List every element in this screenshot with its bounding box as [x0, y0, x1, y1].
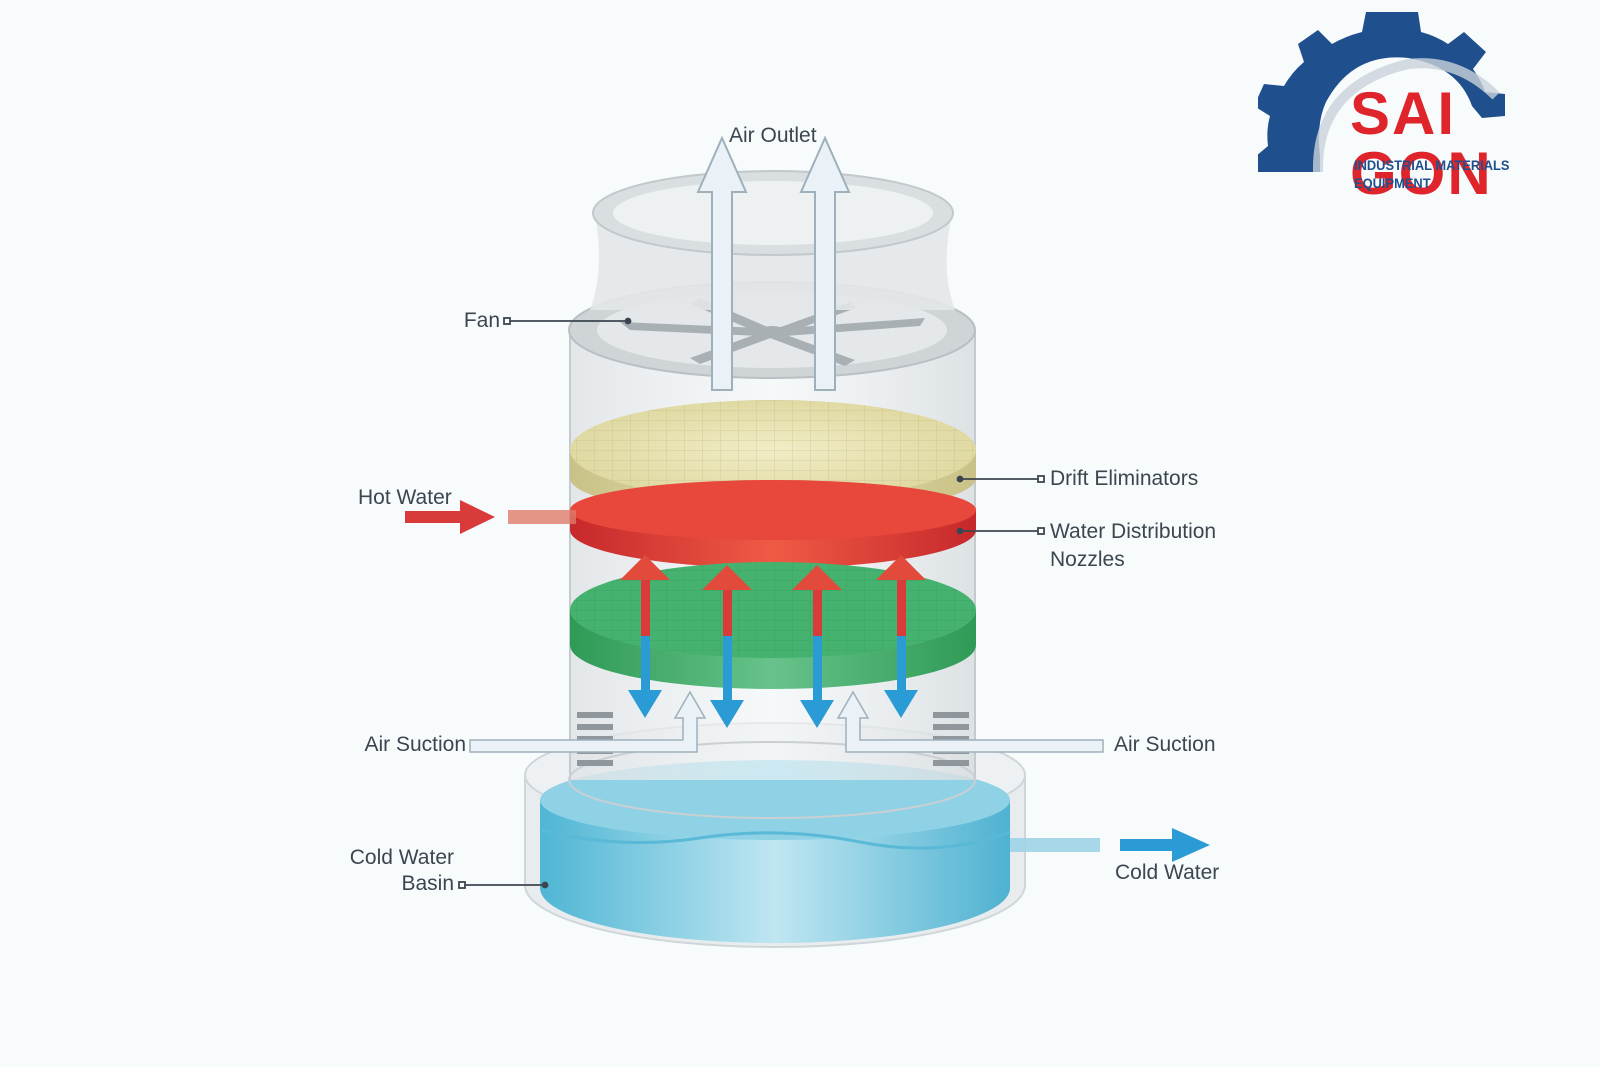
company-logo: SAI GON INDUSTRIAL MATERIALS EQUIPMENT: [1254, 6, 1600, 204]
label-air-outlet: Air Outlet: [729, 124, 817, 147]
nozzles: [620, 555, 926, 638]
air-suction-right-path: [836, 690, 1104, 753]
leader-lines: [458, 317, 1045, 889]
label-drift-eliminators: Drift Eliminators: [1050, 467, 1199, 490]
label-cold-water-basin-line1: Cold Water: [349, 846, 454, 869]
hot-water-inlet-arrow: [405, 500, 495, 534]
water-distribution-plate: [508, 480, 976, 568]
label-cold-water-basin-line2: Basin: [401, 872, 454, 895]
label-water-distribution-line1: Water Distribution: [1050, 520, 1217, 543]
logo-brand-text: SAI GON: [1350, 80, 1493, 207]
logo-tagline: INDUSTRIAL MATERIALS EQUIPMENT: [1354, 157, 1510, 191]
label-hot-water: Hot Water: [358, 486, 452, 509]
cold-water-outlet: [1010, 828, 1210, 862]
air-outlet-arrows: [696, 135, 851, 391]
label-fan: Fan: [463, 309, 500, 332]
label-air-suction-right: Air Suction: [1114, 733, 1216, 756]
fan-stack: [590, 170, 955, 310]
fill-media: [570, 562, 976, 689]
label-air-suction-left: Air Suction: [364, 733, 466, 756]
label-water-distribution-line2: Nozzles: [1050, 548, 1125, 571]
air-suction-left-path: [469, 690, 707, 753]
cold-water-drop-arrows: [628, 636, 918, 728]
gear-icon: [1254, 12, 1505, 173]
label-cold-water: Cold Water: [1115, 861, 1220, 884]
